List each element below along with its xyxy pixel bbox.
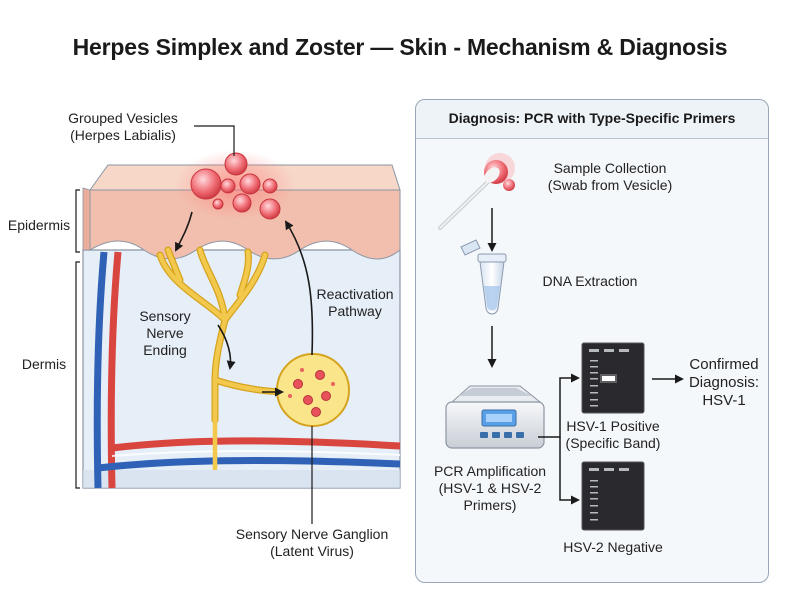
nerve-ending-label: Sensory Nerve Ending (139, 308, 191, 358)
vein-vertical (93, 251, 108, 489)
artery-horizontal (111, 437, 401, 452)
skin-block (75, 125, 401, 524)
hsv2-negative-label: HSV-2 Negative (563, 539, 663, 555)
diagnosis-panel-header: Diagnosis: PCR with Type-Specific Primer… (416, 100, 768, 139)
vesicles-label: Grouped Vesicles (Herpes Labialis) (68, 110, 178, 143)
dna-extraction-label: DNA Extraction (542, 273, 638, 289)
sample-collection-label: Sample Collection (Swab from Vesicle) (547, 160, 673, 193)
dermis-bracket (75, 261, 80, 489)
epidermis-label: Epidermis (7, 217, 71, 233)
sensory-ganglion (276, 353, 350, 427)
epidermis-bracket (75, 189, 80, 253)
hsv1-specific-band (602, 376, 615, 381)
reactivation-arrow (284, 220, 314, 356)
vesicles-leader (194, 125, 235, 156)
swab-icon (438, 153, 515, 230)
grouped-vesicles (175, 150, 295, 220)
gel-hsv1 (581, 342, 645, 414)
artery-vertical (107, 251, 122, 489)
nerve-descend-arrow (217, 324, 236, 370)
latent-virus-particles (293, 370, 331, 417)
vesicle-to-nerve-arrow (175, 211, 193, 252)
ganglion-label: Sensory Nerve Ganglion (Latent Virus) (235, 526, 389, 559)
page-title: Herpes Simplex and Zoster — Skin - Mecha… (72, 34, 728, 60)
diagnosis-panel-title: Diagnosis: PCR with Type-Specific Primer… (448, 110, 736, 126)
reactivation-label: Reactivation Pathway (316, 286, 394, 319)
pcr-machine-icon (445, 385, 545, 449)
confirmed-diagnosis-label: Confirmed Diagnosis: HSV-1 (688, 356, 760, 409)
hsv1-positive-label: HSV-1 Positive (Specific Band) (565, 418, 661, 451)
pcr-amplification-label: PCR Amplification (HSV-1 & HSV-2 Primers… (433, 463, 547, 513)
gel-hsv2 (581, 461, 645, 531)
dermis-label: Dermis (21, 356, 67, 372)
vein-horizontal (97, 457, 401, 472)
pcr-branch-line (538, 373, 580, 438)
tube-icon (460, 239, 507, 315)
